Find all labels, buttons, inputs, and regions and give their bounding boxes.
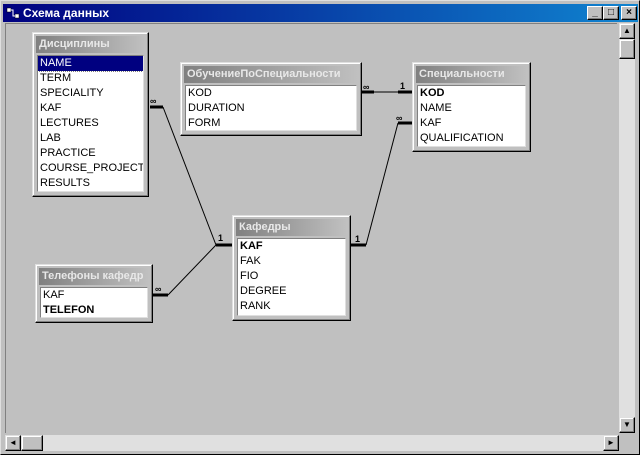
field-list[interactable]: NAME TERM SPECIALITY KAF LECTURES LAB PR…	[37, 55, 144, 192]
field-item[interactable]: NAME	[420, 102, 452, 114]
field-item[interactable]: LECTURES	[40, 117, 99, 129]
field-item[interactable]: FIO	[240, 270, 259, 282]
scroll-up-button[interactable]: ▲	[619, 23, 635, 39]
field-item[interactable]: FORM	[188, 117, 221, 129]
window-title: Схема данных	[23, 6, 109, 20]
table-phones[interactable]: Телефоны кафедр KAF TELEFON	[35, 264, 153, 323]
field-item[interactable]: DURATION	[188, 102, 245, 114]
field-item[interactable]: QUALIFICATION	[420, 132, 504, 144]
minimize-button[interactable]: _	[587, 6, 603, 20]
table-title[interactable]: ОбучениеПоСпециальности	[184, 66, 358, 83]
table-disciplines[interactable]: Дисциплины NAME TERM SPECIALITY KAF LECT…	[32, 32, 149, 197]
scroll-right-button[interactable]: ►	[603, 435, 619, 451]
maximize-button[interactable]: □	[603, 6, 619, 20]
table-study[interactable]: ОбучениеПоСпециальности KOD DURATION FOR…	[180, 62, 362, 136]
title-bar[interactable]: Схема данных _ □ ×	[3, 4, 638, 22]
field-item[interactable]: SPECIALITY	[40, 87, 104, 99]
field-item[interactable]: RESULTS	[40, 177, 90, 189]
table-title[interactable]: Кафедры	[236, 219, 347, 236]
field-item-primary-key[interactable]: KAF	[240, 240, 263, 252]
field-list[interactable]: KOD NAME KAF QUALIFICATION	[417, 85, 526, 147]
field-item[interactable]: PRACTICE	[40, 147, 96, 159]
field-item[interactable]: RANK	[240, 300, 271, 312]
horizontal-scrollbar[interactable]: ◄ ►	[5, 435, 619, 451]
vertical-scrollbar[interactable]: ▲ ▼	[619, 23, 635, 433]
field-item[interactable]: TERM	[40, 72, 72, 84]
vertical-scroll-thumb[interactable]	[619, 39, 635, 59]
field-item[interactable]: NAME	[38, 56, 143, 72]
field-item[interactable]: LAB	[40, 132, 61, 144]
field-item[interactable]: KAF	[43, 289, 65, 301]
field-list[interactable]: KOD DURATION FORM	[185, 85, 357, 131]
field-item-primary-key[interactable]: KOD	[420, 87, 445, 99]
scroll-down-button[interactable]: ▼	[619, 417, 635, 433]
table-title[interactable]: Телефоны кафедр	[39, 268, 149, 285]
field-item-primary-key[interactable]: TELEFON	[43, 304, 95, 316]
field-list[interactable]: KAF FAK FIO DEGREE RANK	[237, 238, 346, 316]
field-list[interactable]: KAF TELEFON	[40, 287, 148, 318]
field-item[interactable]: DEGREE	[240, 285, 287, 297]
field-item[interactable]: COURSE_PROJECT	[40, 162, 144, 174]
field-item[interactable]: KAF	[40, 102, 62, 114]
table-specialties[interactable]: Специальности KOD NAME KAF QUALIFICATION	[412, 62, 531, 152]
table-departments[interactable]: Кафедры KAF FAK FIO DEGREE RANK	[232, 215, 351, 321]
scrollbar-corner	[619, 435, 635, 451]
close-button[interactable]: ×	[621, 6, 637, 20]
table-title[interactable]: Дисциплины	[36, 36, 145, 53]
scroll-left-button[interactable]: ◄	[5, 435, 21, 451]
horizontal-scroll-thumb[interactable]	[21, 435, 43, 451]
table-title[interactable]: Специальности	[416, 66, 527, 83]
field-item[interactable]: KOD	[188, 87, 212, 99]
relationships-icon	[6, 7, 20, 19]
field-item[interactable]: FAK	[240, 255, 261, 267]
field-item[interactable]: KAF	[420, 117, 442, 129]
